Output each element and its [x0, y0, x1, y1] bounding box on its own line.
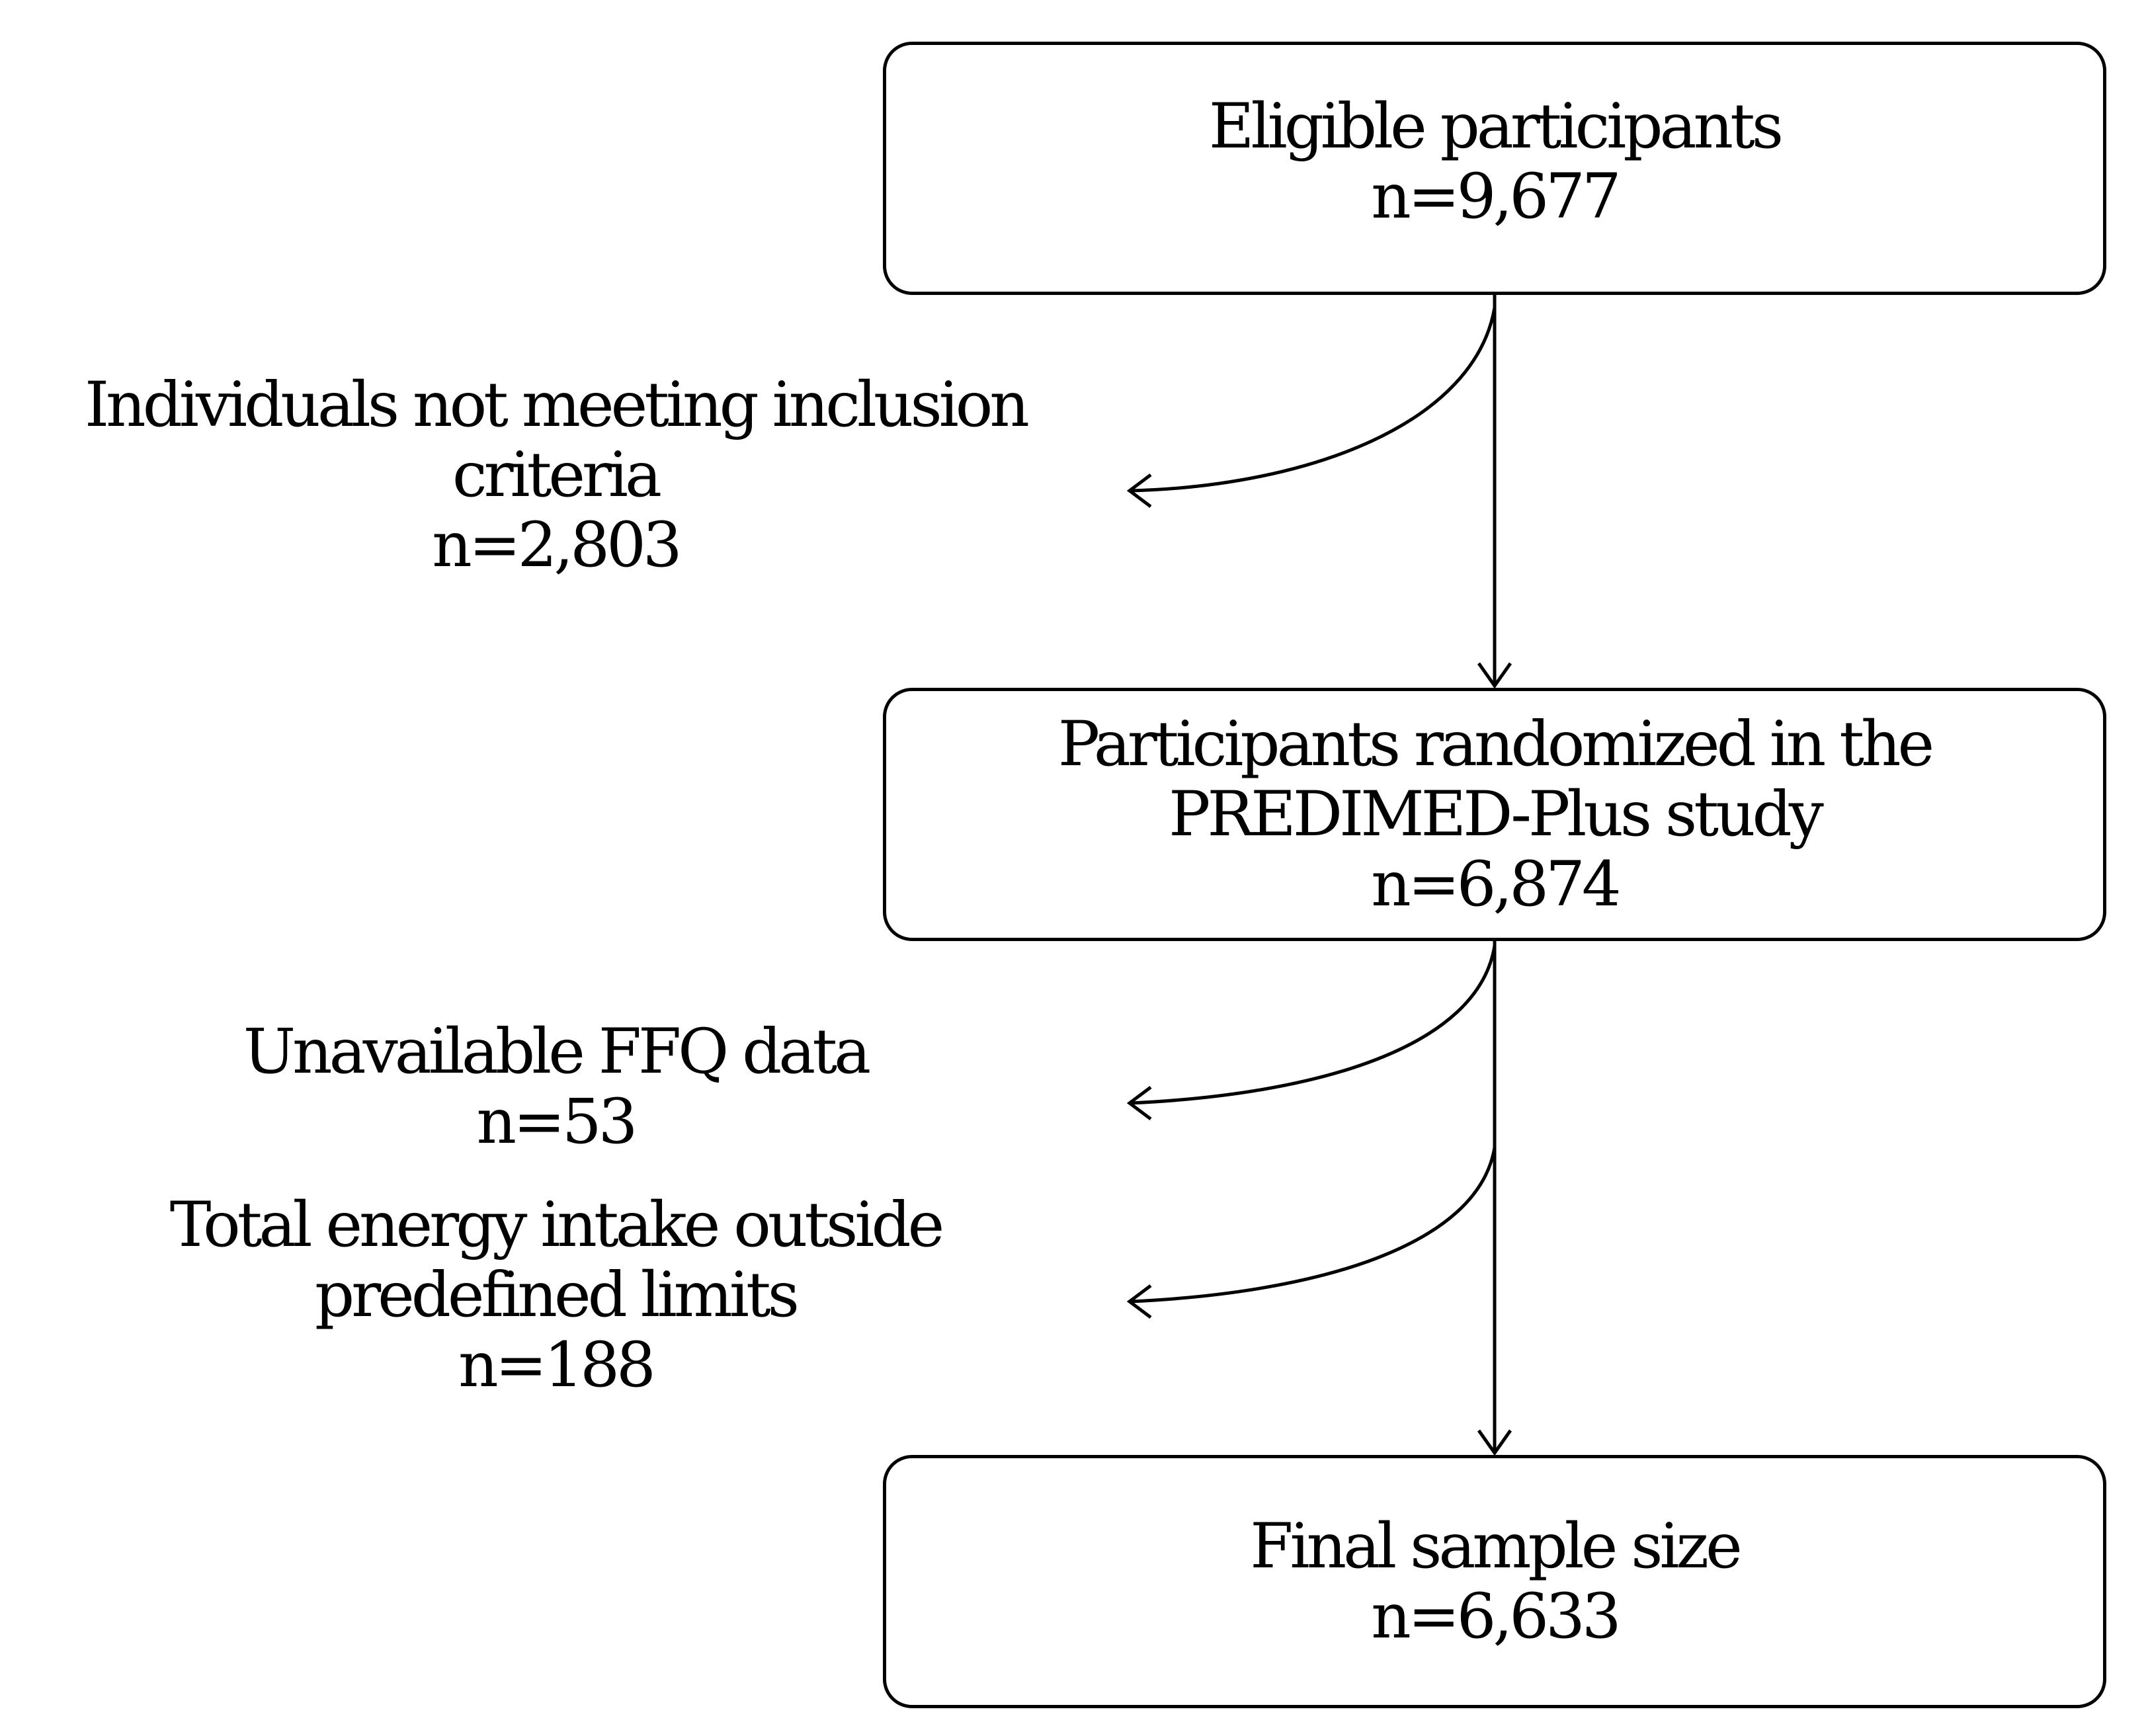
exclusion-ffq-data-label: Unavailable FFQ data: [243, 1016, 871, 1088]
eligible-participants-box: Eligible participants n=9,677: [883, 42, 2106, 295]
exclusion-inclusion-criteria: Individuals not meeting inclusion criter…: [13, 370, 1098, 581]
eligible-participants-title: Eligible participants: [1208, 90, 1784, 163]
randomized-participants-title-line1: Participants randomized in the: [1057, 708, 1934, 780]
exclusion-arrow-2: [1126, 945, 1497, 1120]
randomized-participants-title-line2: PREDIMED-Plus study: [1169, 778, 1824, 850]
exclusion-inclusion-criteria-count: n=2,803: [432, 509, 682, 581]
randomized-participants-box: Participants randomized in the PREDIMED-…: [883, 688, 2106, 941]
main-vertical-arrow-1: [1477, 295, 1512, 689]
exclusion-inclusion-criteria-line2: criteria: [452, 439, 662, 511]
exclusion-inclusion-criteria-line1: Individuals not meeting inclusion: [85, 369, 1030, 441]
exclusion-energy-intake: Total energy intake outside predefined l…: [99, 1190, 1012, 1401]
final-sample-count: n=6,633: [1371, 1580, 1621, 1653]
exclusion-energy-intake-line1: Total energy intake outside: [169, 1189, 945, 1261]
exclusion-arrow-3: [1126, 1147, 1497, 1319]
eligible-participants-count: n=9,677: [1371, 160, 1621, 233]
exclusion-energy-intake-line2: predefined limits: [315, 1259, 800, 1331]
final-sample-title: Final sample size: [1250, 1510, 1742, 1583]
exclusion-ffq-data: Unavailable FFQ data n=53: [132, 1017, 979, 1157]
main-vertical-arrow-2: [1477, 941, 1512, 1456]
final-sample-box: Final sample size n=6,633: [883, 1455, 2106, 1708]
exclusion-arrow-1: [1126, 307, 1497, 508]
exclusion-ffq-data-count: n=53: [476, 1086, 638, 1158]
randomized-participants-count: n=6,874: [1371, 848, 1621, 921]
exclusion-energy-intake-count: n=188: [458, 1329, 656, 1401]
